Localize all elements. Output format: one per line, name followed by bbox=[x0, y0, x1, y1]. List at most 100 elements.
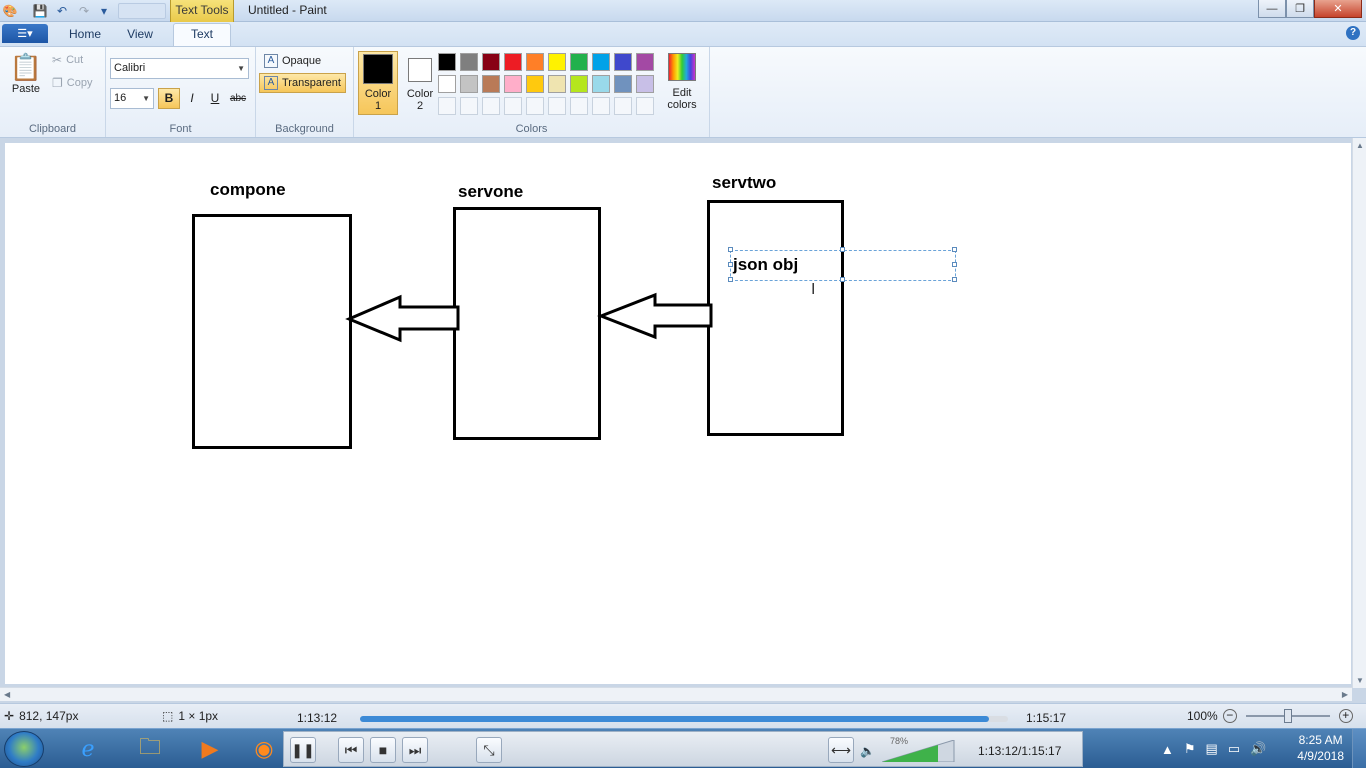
show-hidden-icons-icon[interactable]: ▲ bbox=[1161, 741, 1174, 757]
scroll-up-icon[interactable]: ▲ bbox=[1356, 141, 1364, 150]
help-icon[interactable]: ? bbox=[1346, 26, 1360, 40]
font-size-select[interactable]: 16 ▼ bbox=[110, 88, 154, 109]
scroll-down-icon[interactable]: ▼ bbox=[1356, 676, 1364, 685]
tab-text[interactable]: Text bbox=[173, 23, 231, 47]
custom-color-slot[interactable] bbox=[614, 97, 632, 115]
palette-swatch[interactable] bbox=[548, 53, 566, 71]
palette-swatch[interactable] bbox=[526, 75, 544, 93]
resize-handle[interactable] bbox=[952, 247, 957, 252]
previous-button[interactable]: ⏮ bbox=[338, 737, 364, 763]
speaker-icon[interactable]: 🔈 bbox=[860, 744, 875, 758]
resize-handle[interactable] bbox=[840, 277, 845, 282]
color2-button[interactable]: Color 2 bbox=[400, 51, 440, 115]
arrow-servtwo-to-servone bbox=[597, 292, 713, 340]
palette-swatch[interactable] bbox=[504, 53, 522, 71]
custom-color-slot[interactable] bbox=[636, 97, 654, 115]
palette-swatch[interactable] bbox=[614, 53, 632, 71]
scroll-right-icon[interactable]: ▶ bbox=[1341, 690, 1348, 699]
save-icon[interactable]: 💾 bbox=[32, 4, 48, 18]
opaque-button[interactable]: A Opaque bbox=[259, 51, 326, 71]
palette-swatch[interactable] bbox=[636, 75, 654, 93]
horizontal-scrollbar[interactable]: ◀ ▶ bbox=[0, 687, 1352, 701]
custom-color-slot[interactable] bbox=[482, 97, 500, 115]
copy-button[interactable]: ❐ Copy bbox=[52, 76, 92, 90]
resize-handle[interactable] bbox=[728, 277, 733, 282]
zoom-out-icon[interactable]: − bbox=[1222, 709, 1237, 723]
file-menu-button[interactable]: ☰▾ bbox=[2, 24, 48, 43]
cut-button[interactable]: ✂ Cut bbox=[52, 53, 83, 67]
custom-color-slot[interactable] bbox=[570, 97, 588, 115]
underline-button[interactable]: U bbox=[210, 91, 220, 105]
palette-swatch[interactable] bbox=[460, 53, 478, 71]
custom-color-slot[interactable] bbox=[438, 97, 456, 115]
palette-swatch[interactable] bbox=[438, 53, 456, 71]
edit-colors-button[interactable]: Edit colors bbox=[662, 51, 702, 111]
media-player-icon[interactable]: ▶ bbox=[201, 736, 219, 761]
minimize-button[interactable]: — bbox=[1258, 0, 1286, 18]
bold-button[interactable]: B bbox=[158, 88, 180, 109]
show-desktop-button[interactable] bbox=[1352, 729, 1366, 768]
palette-swatch[interactable] bbox=[460, 75, 478, 93]
palette-swatch[interactable] bbox=[614, 75, 632, 93]
palette-swatch[interactable] bbox=[636, 53, 654, 71]
aspect-toggle-button[interactable]: ⟷ bbox=[828, 737, 854, 763]
palette-swatch[interactable] bbox=[548, 75, 566, 93]
custom-color-slot[interactable] bbox=[460, 97, 478, 115]
stop-button[interactable]: ■ bbox=[370, 737, 396, 763]
firefox-icon[interactable]: ◉ bbox=[254, 736, 274, 761]
palette-swatch[interactable] bbox=[592, 75, 610, 93]
resize-handle[interactable] bbox=[728, 247, 733, 252]
font-size-value: 16 bbox=[114, 92, 127, 104]
vertical-scrollbar[interactable]: ▲ ▼ bbox=[1352, 138, 1366, 688]
device-icon[interactable]: ▤ bbox=[1205, 741, 1218, 756]
transparent-button[interactable]: A Transparent bbox=[259, 73, 346, 93]
pause-button[interactable]: ❚❚ bbox=[290, 737, 316, 763]
custom-color-slot[interactable] bbox=[504, 97, 522, 115]
palette-swatch[interactable] bbox=[438, 75, 456, 93]
palette-swatch[interactable] bbox=[526, 53, 544, 71]
internet-explorer-icon[interactable]: ℯ bbox=[81, 736, 95, 761]
italic-button[interactable]: I bbox=[190, 91, 194, 105]
network-icon[interactable]: ▭ bbox=[1227, 741, 1241, 756]
volume-icon[interactable]: 🔊 bbox=[1250, 741, 1267, 756]
strikethrough-button[interactable]: abc bbox=[229, 93, 247, 104]
paint-app-icon[interactable]: 🎨 bbox=[2, 4, 18, 18]
clock[interactable]: 8:25 AM 4/9/2018 bbox=[1297, 732, 1344, 764]
palette-swatch[interactable] bbox=[592, 53, 610, 71]
action-center-flag-icon[interactable]: ⚑ bbox=[1183, 741, 1196, 756]
color1-button[interactable]: Color 1 bbox=[358, 51, 398, 115]
paste-button[interactable]: 📋 Paste bbox=[6, 51, 46, 103]
scroll-left-icon[interactable]: ◀ bbox=[4, 690, 11, 699]
palette-swatch[interactable] bbox=[570, 53, 588, 71]
resize-handle[interactable] bbox=[952, 262, 957, 267]
palette-swatch[interactable] bbox=[482, 53, 500, 71]
close-button[interactable]: ✕ bbox=[1314, 0, 1362, 18]
volume-slider[interactable] bbox=[882, 740, 956, 762]
palette-swatch[interactable] bbox=[570, 75, 588, 93]
custom-color-slot[interactable] bbox=[526, 97, 544, 115]
zoom-level: 100% − + bbox=[1187, 709, 1353, 723]
resize-handle[interactable] bbox=[952, 277, 957, 282]
redo-icon[interactable]: ↷ bbox=[78, 4, 90, 18]
zoom-slider-thumb[interactable] bbox=[1283, 709, 1292, 723]
start-button[interactable] bbox=[4, 731, 44, 767]
resize-handle[interactable] bbox=[728, 262, 733, 267]
undo-icon[interactable]: ↶ bbox=[56, 4, 68, 18]
palette-swatch[interactable] bbox=[504, 75, 522, 93]
font-family-select[interactable]: Calibri ▼ bbox=[110, 58, 249, 79]
file-explorer-icon[interactable]: 🗀 bbox=[138, 734, 161, 759]
palette-swatch[interactable] bbox=[482, 75, 500, 93]
tab-view[interactable]: View bbox=[127, 27, 153, 41]
custom-color-slot[interactable] bbox=[592, 97, 610, 115]
custom-color-slot[interactable] bbox=[548, 97, 566, 115]
media-progress-bar[interactable] bbox=[360, 716, 1008, 722]
resize-handle[interactable] bbox=[840, 247, 845, 252]
tab-home[interactable]: Home bbox=[68, 27, 101, 41]
zoom-in-icon[interactable]: + bbox=[1338, 709, 1353, 723]
drawing-canvas[interactable]: compone servone servtwo json obj I bbox=[5, 143, 1351, 684]
zoom-slider[interactable] bbox=[1245, 709, 1330, 723]
fullscreen-exit-button[interactable]: ⤡ bbox=[476, 737, 502, 763]
next-button[interactable]: ⏭ bbox=[402, 737, 428, 763]
customize-quick-access-icon[interactable]: ▾ bbox=[100, 4, 108, 18]
maximize-button[interactable]: ❐ bbox=[1286, 0, 1314, 18]
